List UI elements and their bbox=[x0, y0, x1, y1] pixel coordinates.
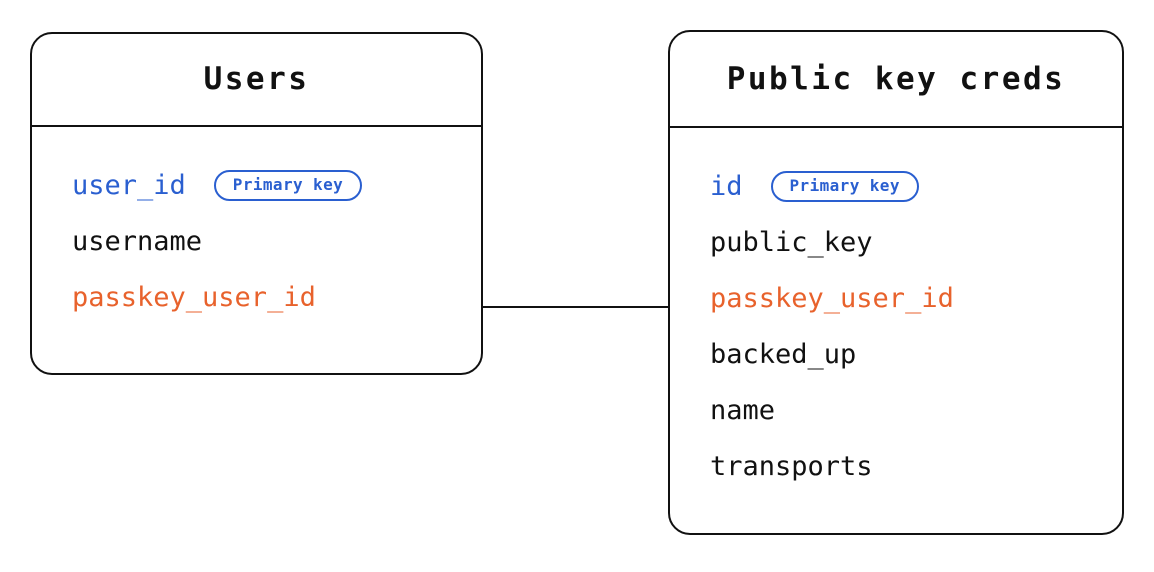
field-name-user-id: user_id bbox=[72, 169, 186, 201]
entity-title-public-key-creds: Public key creds bbox=[726, 60, 1066, 97]
field-row[interactable]: passkey_user_id bbox=[670, 270, 1122, 326]
field-row[interactable]: public_key bbox=[670, 214, 1122, 270]
field-row[interactable]: passkey_user_id bbox=[32, 269, 481, 325]
entity-header-public-key-creds: Public key creds bbox=[670, 32, 1122, 128]
field-name-passkey-user-id: passkey_user_id bbox=[72, 281, 316, 313]
field-name-passkey-user-id: passkey_user_id bbox=[710, 282, 954, 314]
field-name-public-key: public_key bbox=[710, 226, 873, 258]
primary-key-badge: Primary key bbox=[213, 169, 363, 201]
field-name-id: id bbox=[710, 170, 743, 202]
entity-table-users[interactable]: Users user_id Primary key username passk… bbox=[30, 32, 483, 375]
field-row[interactable]: id Primary key bbox=[670, 158, 1122, 214]
field-row[interactable]: name bbox=[670, 382, 1122, 438]
entity-fields-public-key-creds: id Primary key public_key passkey_user_i… bbox=[670, 128, 1122, 533]
entity-header-users: Users bbox=[32, 34, 481, 127]
entity-fields-users: user_id Primary key username passkey_use… bbox=[32, 127, 481, 373]
field-row[interactable]: user_id Primary key bbox=[32, 157, 481, 213]
primary-key-badge: Primary key bbox=[770, 170, 919, 202]
field-row[interactable]: backed_up bbox=[670, 326, 1122, 382]
relationship-connector-line bbox=[483, 306, 668, 308]
field-name-transports: transports bbox=[710, 450, 873, 482]
field-name-backed-up: backed_up bbox=[710, 338, 857, 370]
field-name-username: username bbox=[72, 225, 203, 257]
field-row[interactable]: transports bbox=[670, 438, 1122, 494]
field-row[interactable]: username bbox=[32, 213, 481, 269]
entity-table-public-key-creds[interactable]: Public key creds id Primary key public_k… bbox=[668, 30, 1124, 535]
field-name-name: name bbox=[710, 394, 776, 426]
entity-title-users: Users bbox=[203, 61, 310, 97]
